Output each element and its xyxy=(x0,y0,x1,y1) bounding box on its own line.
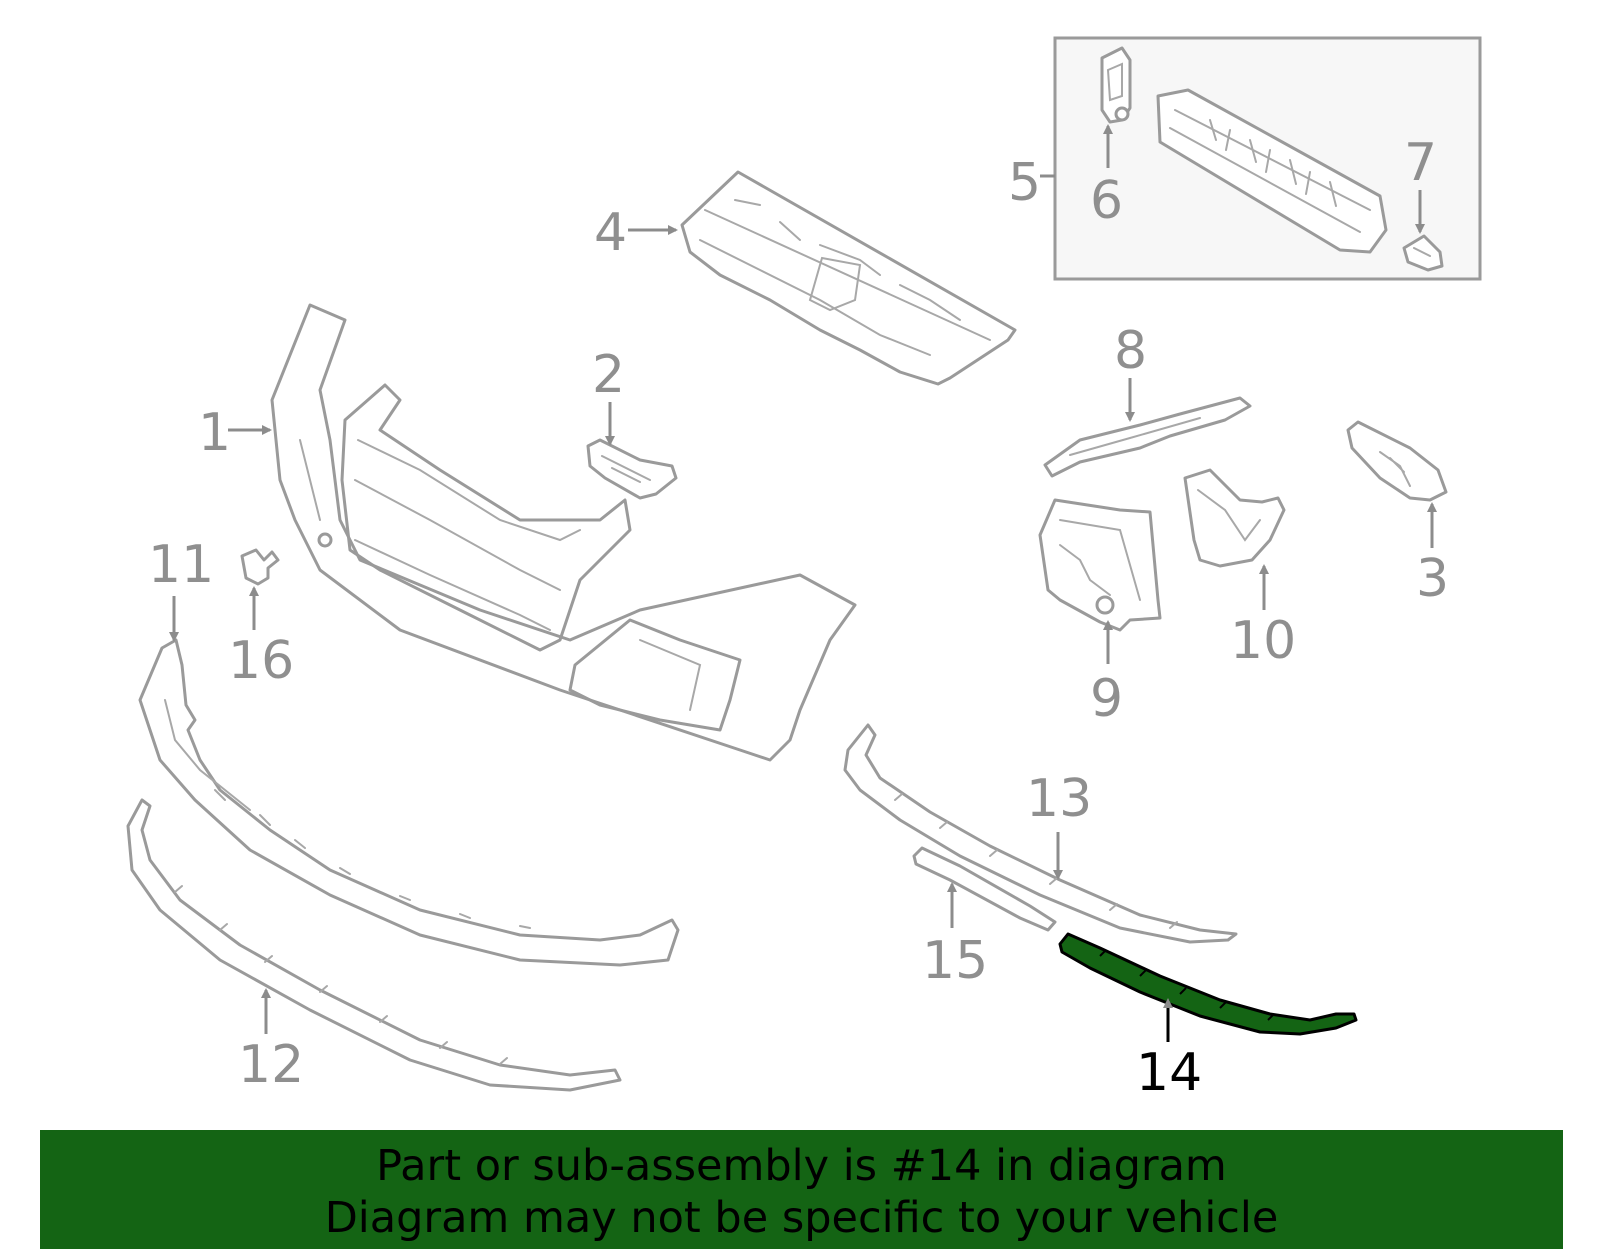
part-1-bumper-support[interactable] xyxy=(270,303,857,762)
callout-15: 15 xyxy=(922,931,988,991)
callout-8: 8 xyxy=(1114,321,1147,381)
part-5-support-beam[interactable] xyxy=(1156,88,1388,254)
part-2-center-bracket[interactable] xyxy=(586,438,678,500)
callout-2: 2 xyxy=(592,345,625,405)
callout-3: 3 xyxy=(1416,549,1449,609)
part-12-lower-trim[interactable] xyxy=(126,798,622,1092)
callout-13: 13 xyxy=(1026,769,1092,829)
part-6-bracket[interactable] xyxy=(1100,46,1132,124)
callout-6: 6 xyxy=(1090,171,1123,231)
part-13-lower-trim[interactable] xyxy=(843,723,1238,944)
callout-11: 11 xyxy=(148,535,214,595)
callout-9: 9 xyxy=(1090,669,1123,729)
callout-12: 12 xyxy=(238,1035,304,1095)
part-10-side-bracket[interactable] xyxy=(1183,468,1286,568)
part-3-bracket[interactable] xyxy=(1346,420,1448,502)
part-9-side-bracket[interactable] xyxy=(1038,498,1162,632)
info-banner: Part or sub-assembly is #14 in diagram D… xyxy=(40,1130,1563,1249)
part-14-lower-trim-highlighted[interactable] xyxy=(1058,932,1358,1036)
part-11-lower-cover[interactable] xyxy=(138,638,680,967)
part-4-upper-cover[interactable] xyxy=(680,170,1017,386)
callout-7: 7 xyxy=(1404,133,1437,193)
parts-diagram: 1 2 3 4 5 6 7 8 9 10 11 12 13 14 15 16 xyxy=(126,36,1482,1103)
callout-16: 16 xyxy=(228,631,294,691)
part-15-molding[interactable] xyxy=(912,846,1057,932)
part-16-clip[interactable] xyxy=(240,548,280,586)
callout-5: 5 xyxy=(1008,153,1041,213)
part-7-clip[interactable] xyxy=(1402,234,1444,272)
banner-line-2: Diagram may not be specific to your vehi… xyxy=(324,1193,1279,1243)
banner-line-1: Part or sub-assembly is #14 in diagram xyxy=(376,1141,1227,1191)
callout-10: 10 xyxy=(1230,611,1296,671)
callout-4: 4 xyxy=(594,203,627,263)
part-8-bracket[interactable] xyxy=(1043,396,1252,478)
callout-14: 14 xyxy=(1136,1043,1202,1103)
callout-1: 1 xyxy=(198,403,231,463)
callout-arrows xyxy=(169,124,1437,1042)
